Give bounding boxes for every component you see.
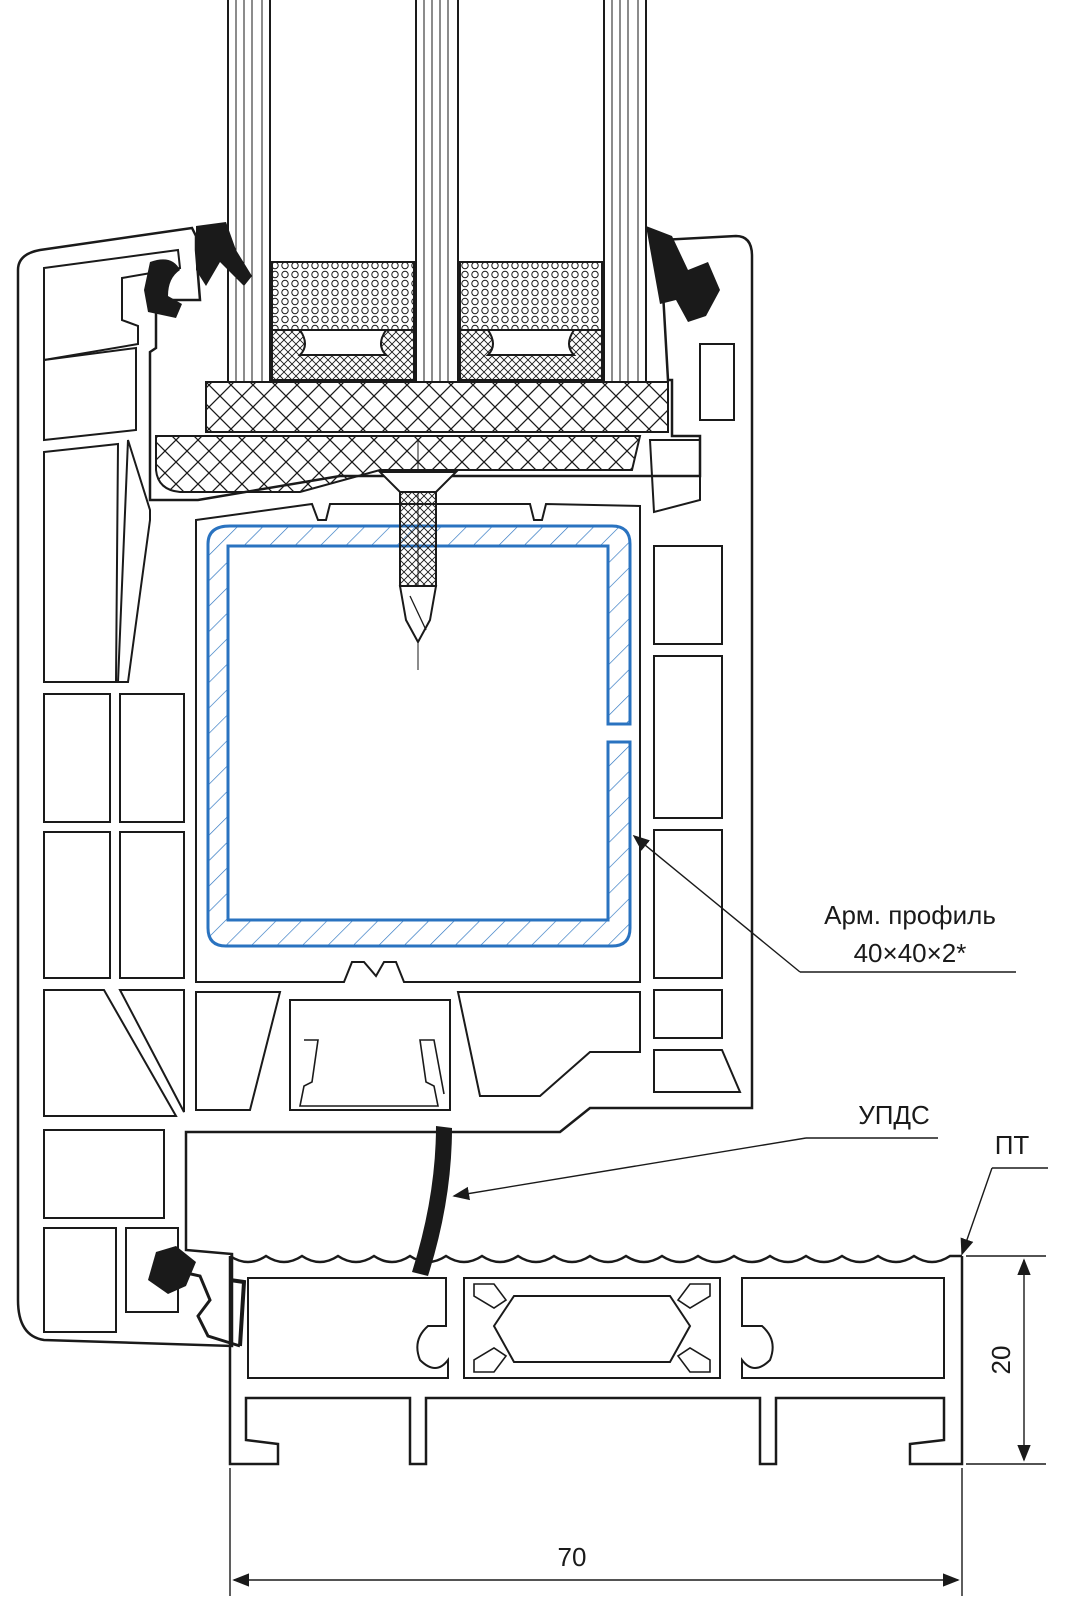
threshold-profile <box>228 1254 964 1466</box>
glass-unit <box>227 0 647 382</box>
screw-icon <box>377 440 459 670</box>
glass-pane-left <box>227 0 271 382</box>
threshold-seal-clip <box>181 1270 247 1348</box>
spacer-right <box>459 261 603 381</box>
reinforcement-profile <box>206 524 632 948</box>
leader-upds <box>452 1137 938 1201</box>
gasket-top-right-icon <box>646 226 720 322</box>
glass-pane-right <box>603 0 647 382</box>
spacer-left <box>271 261 415 381</box>
threshold-label: ПТ <box>995 1130 1030 1160</box>
threshold-top-ribbed <box>229 1254 962 1264</box>
dimension-width-value: 70 <box>558 1542 587 1572</box>
dimension-width <box>229 1468 963 1596</box>
reinforcement-outer-icon <box>206 524 632 948</box>
reinforcement-label-line2: 40×40×2* <box>854 938 967 968</box>
glazing-packers <box>155 381 669 493</box>
gasket-wedge-top-left-icon <box>196 222 252 286</box>
reinforcement-label-line1: Арм. профиль <box>824 900 996 930</box>
frame-profile <box>16 226 754 1348</box>
frame-outer-contour <box>16 226 754 1348</box>
glazing-packer-lower <box>155 435 642 493</box>
glass-pane-middle <box>415 0 459 382</box>
gasket-bottom-left-icon <box>148 1246 196 1294</box>
dimension-height <box>966 1255 1046 1465</box>
leader-reinforcement <box>632 834 1016 973</box>
glazing-packer-upper <box>205 381 669 433</box>
upds-seal-icon <box>412 1126 452 1276</box>
upds-label: УПДС <box>858 1100 930 1130</box>
gasket-top-left-icon <box>144 259 182 318</box>
leader-threshold <box>960 1167 1048 1256</box>
gaskets <box>144 222 720 1294</box>
dimension-height-value: 20 <box>986 1346 1016 1375</box>
